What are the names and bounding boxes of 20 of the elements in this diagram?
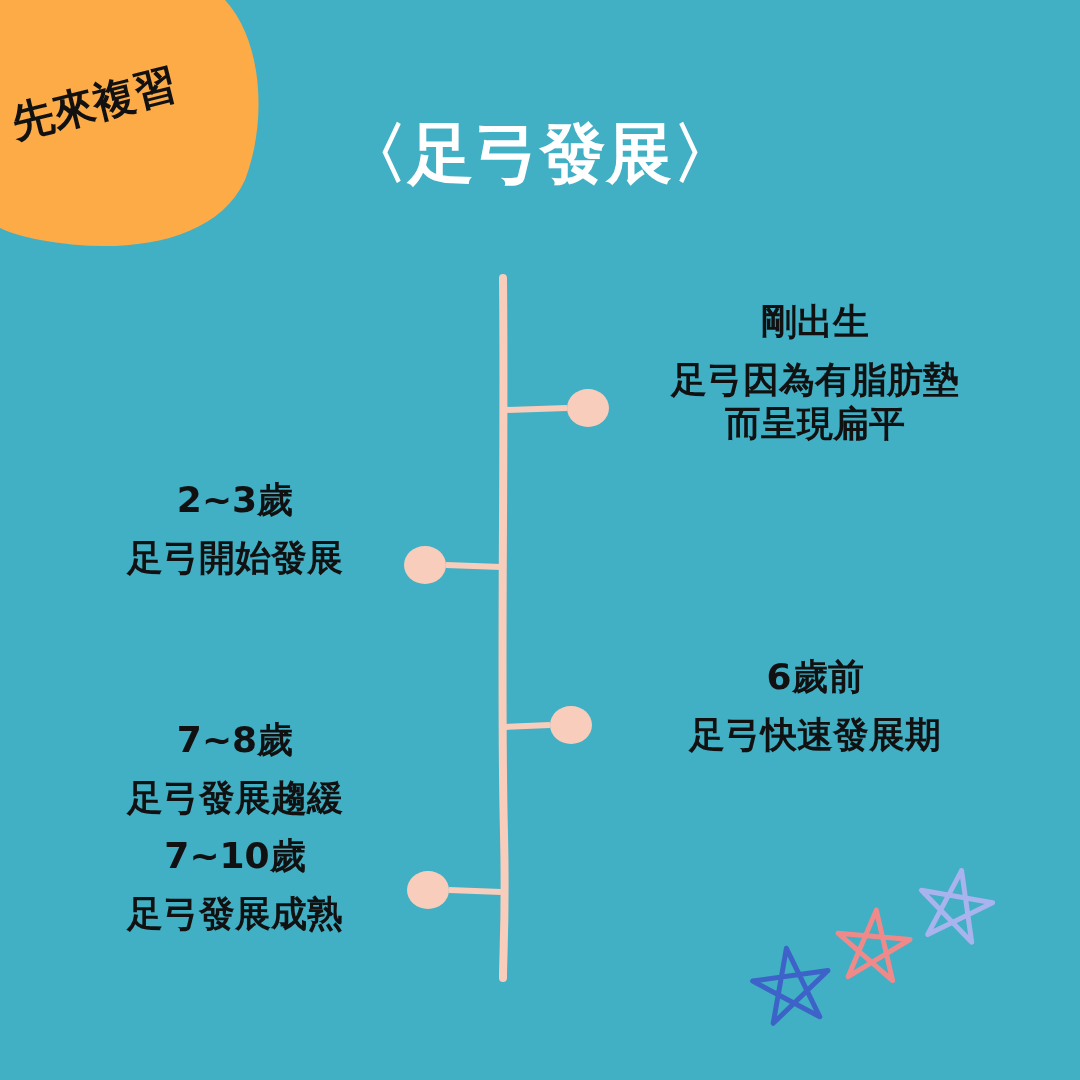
- branch-line: [445, 562, 502, 570]
- age-heading: 7~10歲: [164, 834, 306, 878]
- age-heading: 6歲前: [766, 655, 864, 699]
- stage-description: 足弓發展趨緩: [127, 776, 343, 820]
- stage-description: 足弓快速發展期: [689, 713, 941, 757]
- stage-description: 足弓發展成熟: [127, 892, 343, 936]
- stage-description: 足弓因為有脂肪墊而呈現扁平: [669, 358, 960, 446]
- branch-line: [504, 405, 568, 413]
- age-heading: 剛出生: [761, 300, 869, 344]
- branch-line: [448, 887, 502, 895]
- title: 〈足弓發展〉: [341, 114, 739, 194]
- age-heading: 2~3歲: [176, 478, 294, 522]
- branch-line: [504, 722, 551, 730]
- age-heading: 7~8歲: [176, 718, 294, 762]
- badge-text: 先來複習: [7, 62, 181, 146]
- timeline-dot: [567, 389, 609, 427]
- timeline-dot: [404, 546, 446, 584]
- stage-description: 足弓開始發展: [127, 536, 343, 580]
- timeline-dot: [550, 706, 592, 744]
- timeline-dot: [407, 871, 449, 909]
